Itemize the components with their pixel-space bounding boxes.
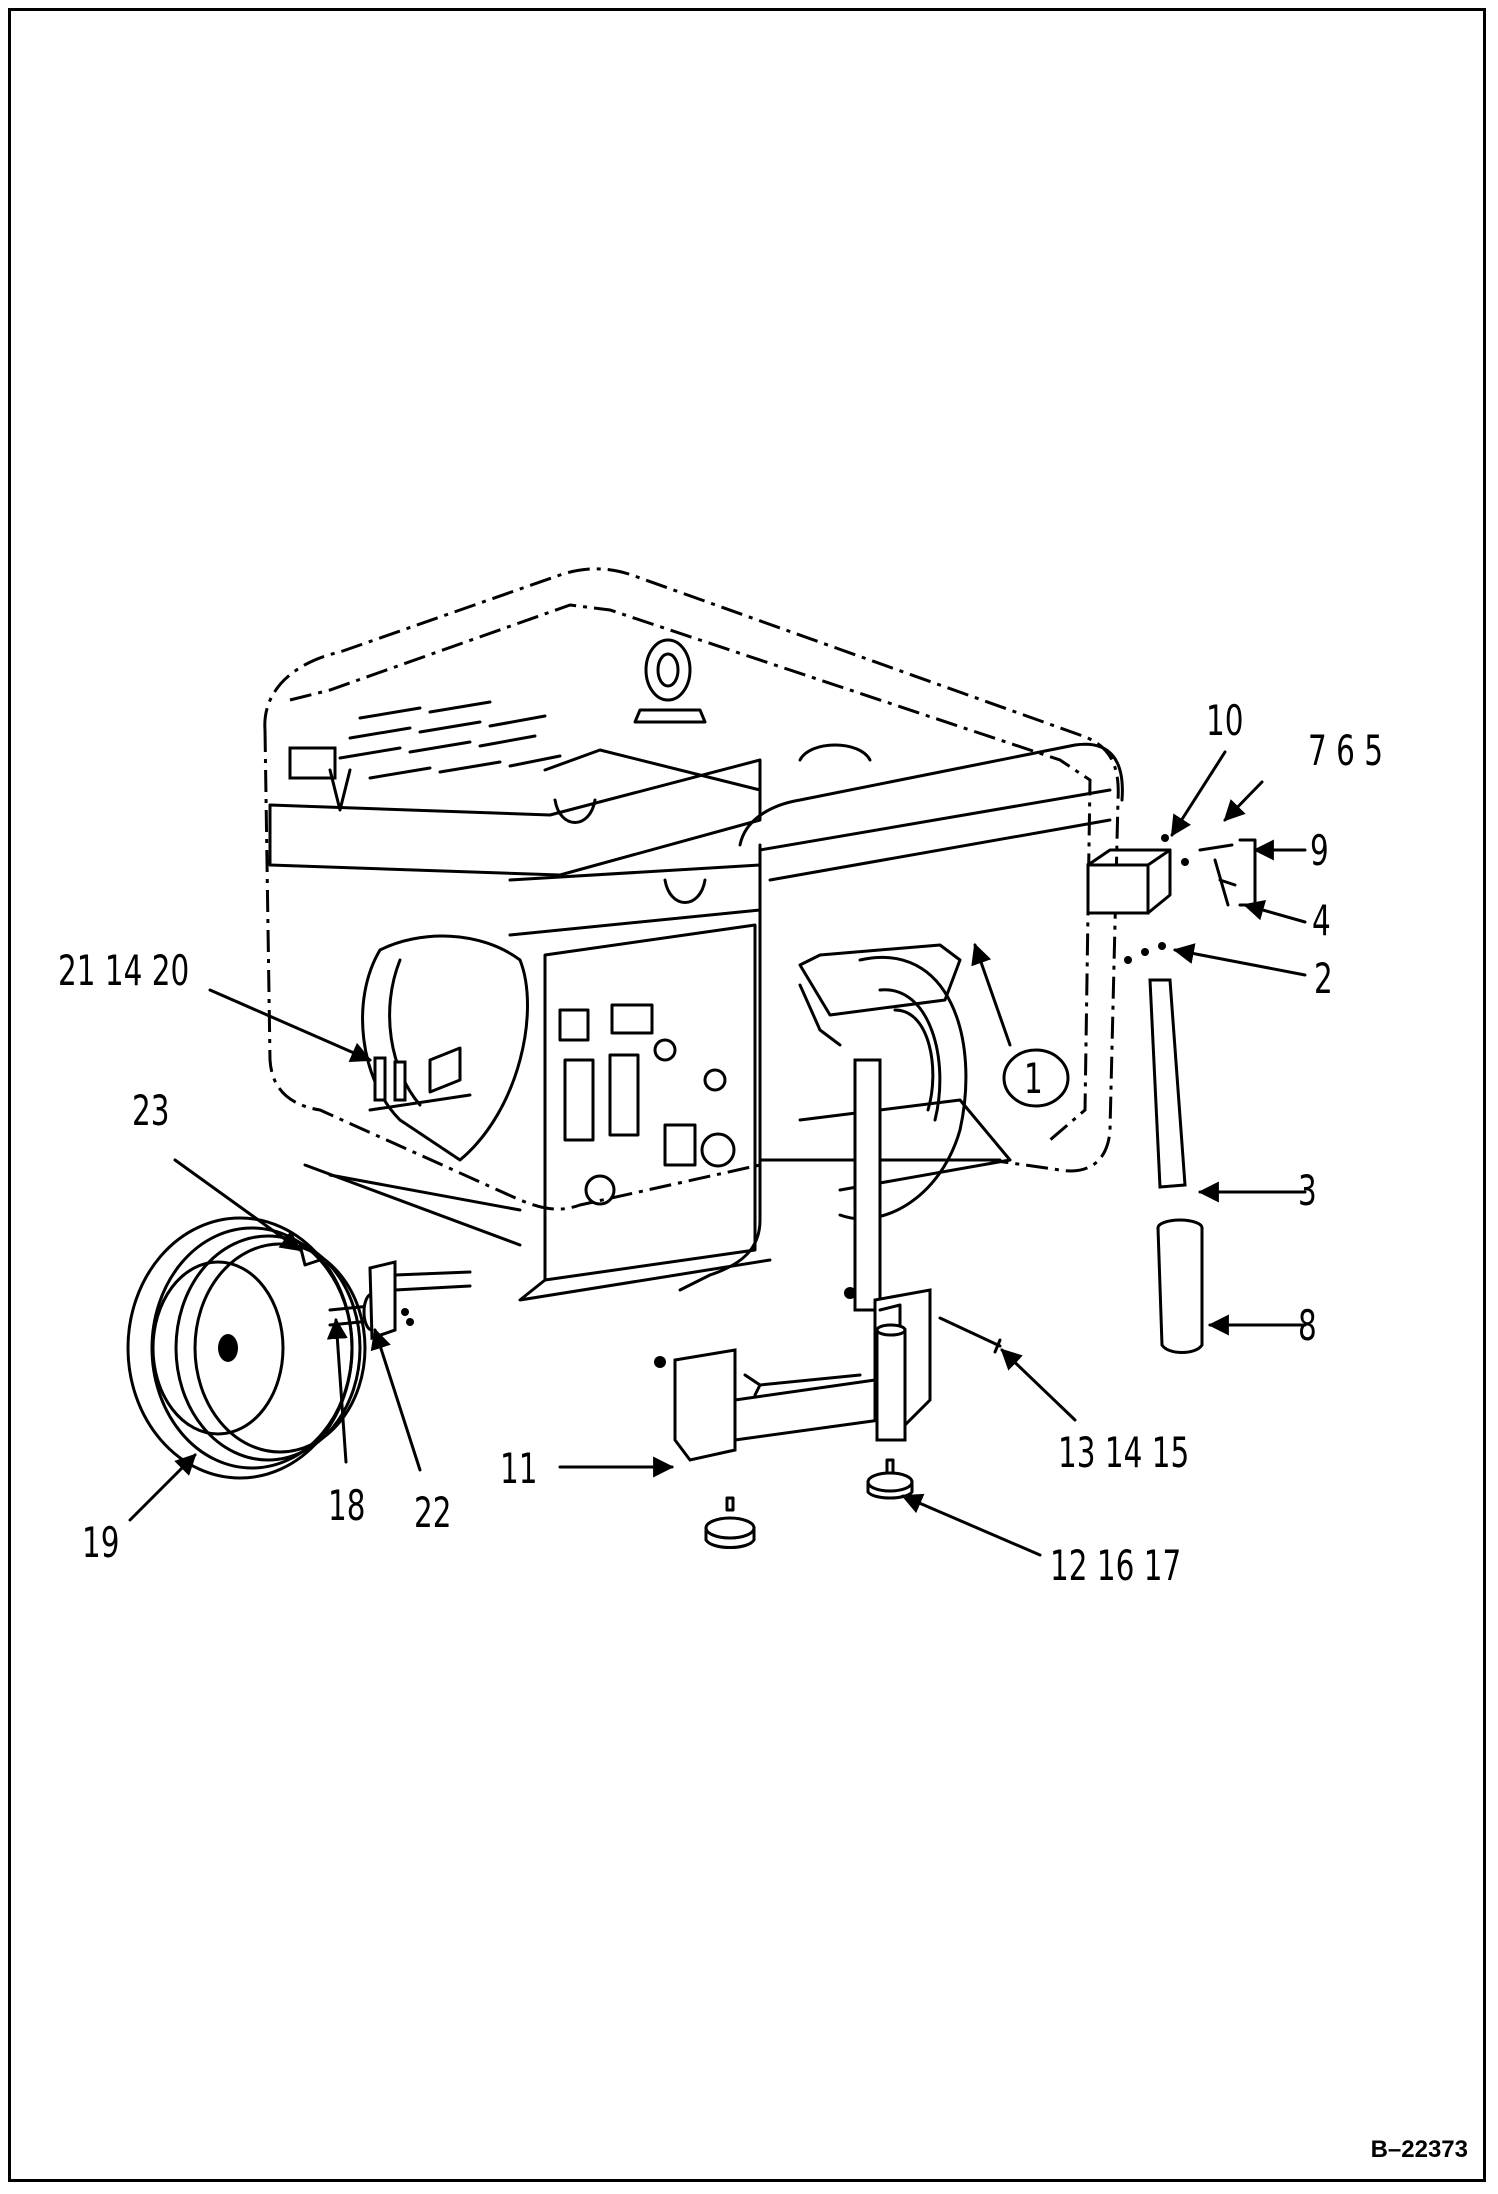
callout-23: 23	[132, 1086, 170, 1135]
drawing-number: B–22373	[1370, 2136, 1468, 2163]
left-bracket-bolts	[368, 1046, 472, 1112]
callout-18: 18	[328, 1481, 366, 1530]
lifting-eye	[633, 638, 707, 724]
vent-louvres	[338, 700, 562, 780]
handle-tube-upper	[1148, 978, 1187, 1189]
leader-lines	[128, 750, 1307, 1557]
support-stand	[654, 1287, 1002, 1549]
fuel-cap-plate	[288, 746, 337, 780]
leveling-foot-front	[704, 1496, 756, 1549]
callout-7-6-5: 7 6 5	[1308, 726, 1383, 775]
callout-13-14-15: 13 14 15	[1058, 1428, 1190, 1477]
handle-bracket	[1086, 863, 1150, 915]
callout-8: 8	[1298, 1301, 1317, 1350]
callout-22: 22	[414, 1488, 452, 1537]
callout-12-16-17: 12 16 17	[1050, 1541, 1182, 1590]
callout-9: 9	[1310, 826, 1329, 875]
base-frame	[303, 1158, 1002, 1247]
callout-4: 4	[1312, 896, 1331, 945]
callout-2: 2	[1314, 954, 1333, 1003]
drawing-frame	[8, 8, 1486, 2182]
enclosure-outline	[263, 567, 1124, 1292]
control-panel	[518, 923, 772, 1302]
callout-1: 1	[1024, 1054, 1043, 1103]
callout-11: 11	[500, 1444, 538, 1493]
callout-circle-1	[1002, 1048, 1070, 1108]
top-cover	[268, 700, 872, 937]
callout-19: 19	[82, 1518, 120, 1567]
handle-tube-lower	[853, 1058, 882, 1312]
leveling-foot-rear	[866, 1458, 914, 1500]
axle-bracket	[368, 1260, 397, 1341]
callout-3: 3	[1298, 1166, 1317, 1215]
callout-21-14-20: 21 14 20	[58, 946, 190, 995]
handle-assembly	[798, 834, 1257, 1354]
callout-10: 10	[1206, 696, 1244, 745]
wheel-assembly	[126, 1216, 472, 1480]
